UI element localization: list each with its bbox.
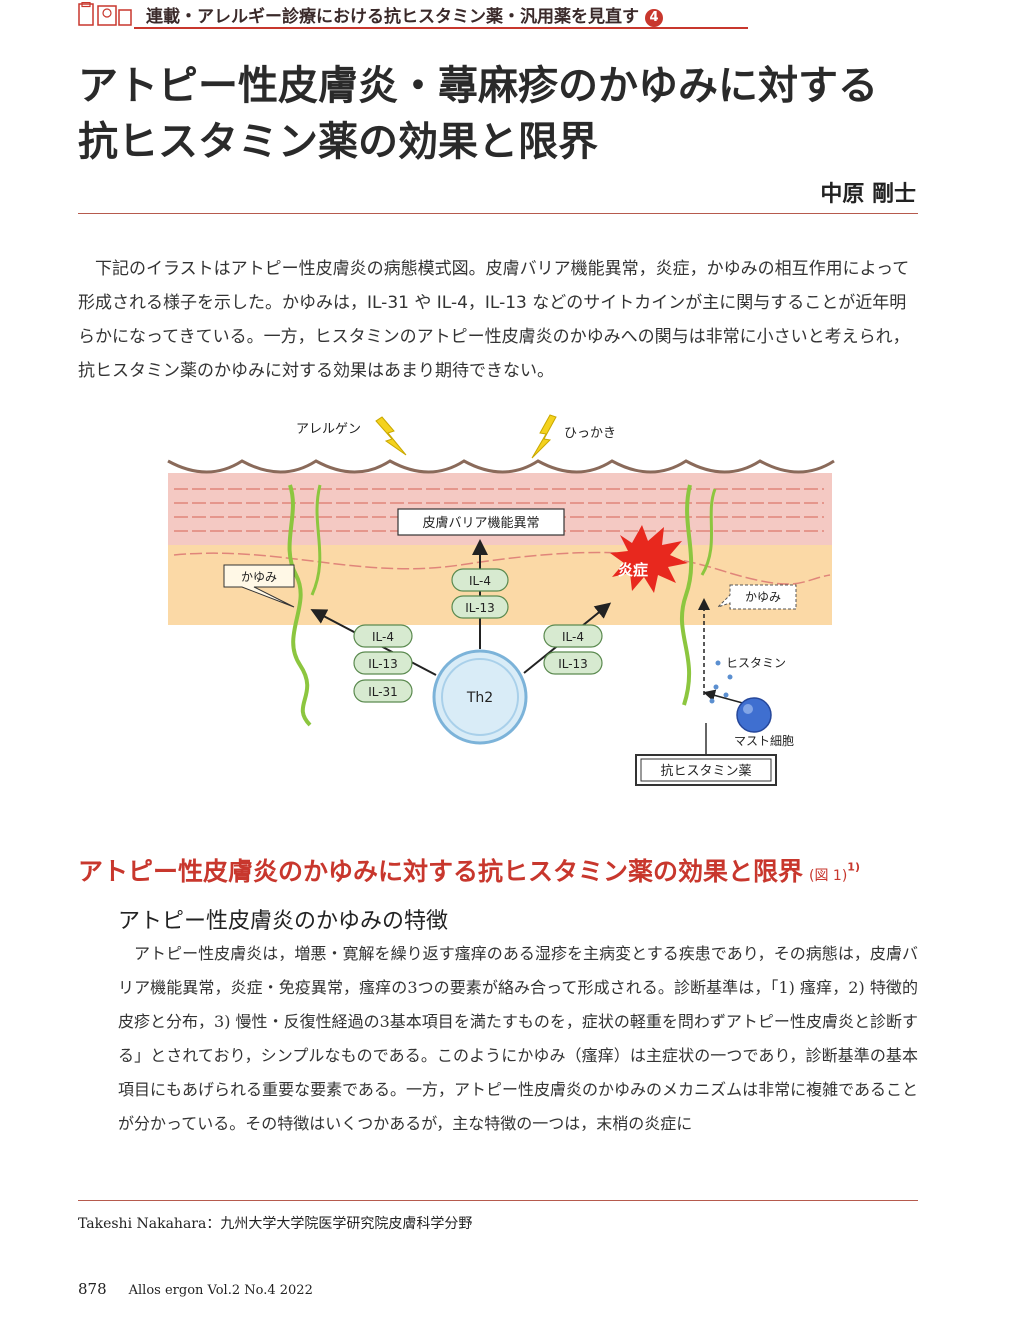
histamine-label: ヒスタミン <box>726 656 786 670</box>
page-footer: 878 Allos ergon Vol.2 No.4 2022 <box>78 1280 313 1298</box>
inflammation-label: 炎症 <box>618 561 648 579</box>
itch-callout-right <box>717 584 797 610</box>
cytokines-right: IL-4 IL-13 <box>543 624 603 675</box>
page-number: 878 <box>78 1280 107 1298</box>
scratch-bolt-icon <box>531 414 557 459</box>
nerve-branch-right <box>700 488 717 576</box>
author-affiliation: Takeshi Nakahara：九州大学大学院医学研究院皮膚科学分野 <box>78 1216 473 1232</box>
figure-ref: (図 1) <box>809 868 848 884</box>
article-title: アトピー性皮膚炎・蕁麻疹のかゆみに対する 抗ヒスタミン薬の効果と限界 <box>78 58 938 170</box>
series-number-badge: 4 <box>645 9 663 27</box>
il4-left: IL-4 <box>372 630 394 644</box>
books-icon <box>78 2 132 26</box>
mast-cell <box>736 697 772 733</box>
nerve-fiber-left <box>287 484 312 727</box>
intro-paragraph: 下記のイラストはアトピー性皮膚炎の病態模式図。皮膚バリア機能異常，炎症，かゆみの… <box>78 259 910 381</box>
nerve-branch-left <box>310 484 322 596</box>
th2-cell <box>432 649 528 745</box>
title-line-1: アトピー性皮膚炎・蕁麻疹のかゆみに対する <box>78 63 878 109</box>
cytokines-left: IL-4 IL-13 IL-31 <box>353 624 413 703</box>
il13-right: IL-13 <box>558 657 588 671</box>
scratch-label: ひっかき <box>564 426 616 441</box>
stratum-corneum <box>167 459 835 474</box>
il4-right: IL-4 <box>562 630 584 644</box>
itch-label-right: かゆみ <box>745 590 781 604</box>
journal-info: Allos ergon Vol.2 No.4 2022 <box>128 1283 313 1298</box>
inflammation-burst-icon <box>610 525 688 593</box>
barrier-label: 皮膚バリア機能異常 <box>422 515 539 531</box>
section-heading: アトピー性皮膚炎のかゆみに対する抗ヒスタミン薬の効果と限界(図 1)1) <box>78 857 860 886</box>
mast-cell-label: マスト細胞 <box>734 734 794 748</box>
il13-top: IL-13 <box>465 601 495 615</box>
il13-left: IL-13 <box>368 657 398 671</box>
title-line-2: 抗ヒスタミン薬の効果と限界 <box>78 119 598 165</box>
allergen-label: アレルゲン <box>296 422 361 437</box>
barrier-dysfunction-box <box>397 508 565 536</box>
il31-left: IL-31 <box>368 685 398 699</box>
itch-callout-left <box>223 564 295 608</box>
footer-divider <box>78 1200 918 1201</box>
author-name: 中原 剛士 <box>820 181 916 207</box>
il4-top: IL-4 <box>469 574 491 588</box>
cytokines-top: IL-4 IL-13 <box>451 568 509 619</box>
nerve-fiber-right <box>680 484 694 706</box>
antihistamine-label: 抗ヒスタミン薬 <box>660 764 751 779</box>
citation-ref: 1) <box>847 860 860 874</box>
itch-label-left: かゆみ <box>241 570 277 584</box>
pathology-figure: アレルゲン ひっかき 皮膚バリア機能異常 炎症 かゆみ かゆみ IL-4 IL-… <box>167 414 835 786</box>
title-divider <box>78 213 918 214</box>
allergen-bolt-icon <box>375 416 407 456</box>
body-paragraph: アトピー性皮膚炎は，増悪・寛解を繰り返す瘙痒のある湿疹を主病変とする疾患であり，… <box>118 944 918 1133</box>
histamine-dots <box>709 660 733 704</box>
series-underline <box>134 27 748 29</box>
th2-label: Th2 <box>466 690 493 706</box>
subheading: アトピー性皮膚炎のかゆみの特徴 <box>118 909 449 934</box>
